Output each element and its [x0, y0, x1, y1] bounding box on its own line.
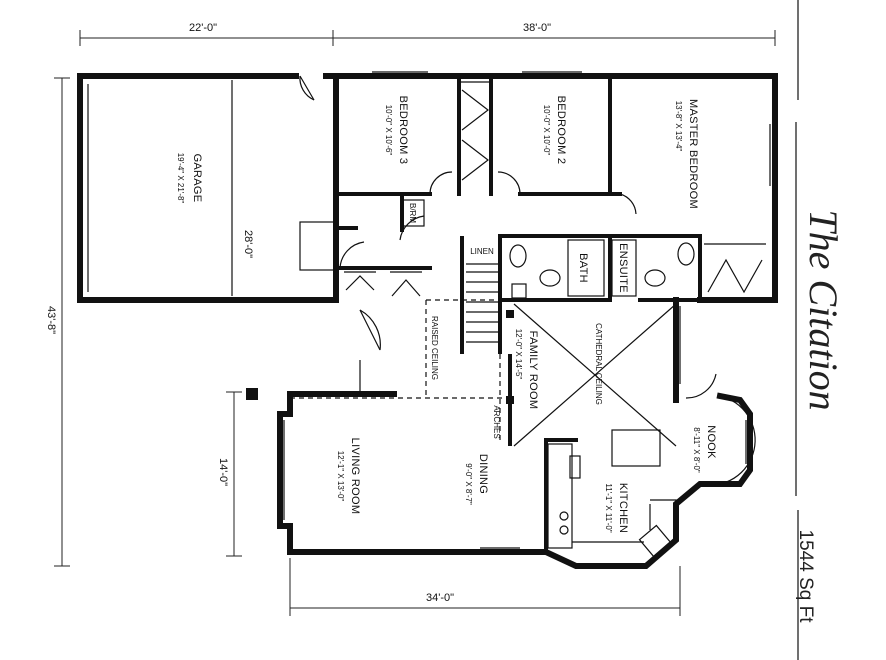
ensuite-label: ENSUITE: [617, 243, 629, 293]
living-room-label: LIVING ROOM: [349, 438, 361, 515]
dim-left-lower: 14'-0": [217, 458, 229, 486]
dimension-lines: [54, 30, 776, 616]
dining-label: DINING: [477, 454, 489, 494]
bedroom2-size: 10'-0" X 10'-0": [542, 105, 551, 156]
bedroom3-size: 10'-0" X 10'-6": [384, 105, 393, 156]
bedroom2-label: BEDROOM 2: [555, 96, 567, 165]
arches-label: ARCHES: [492, 405, 501, 438]
dim-left-overall: 43'-8": [45, 306, 57, 334]
raised-ceiling-label: RAISED CEILING: [430, 316, 439, 380]
dim-garage-depth: 28'-0": [242, 230, 254, 258]
dim-bottom: 34'-0": [426, 592, 454, 604]
square-footage: 1544 Sq Ft: [795, 530, 816, 624]
family-room-size: 12'-0" X 14'-5": [514, 329, 523, 380]
broom-label: B/RM: [408, 203, 417, 223]
cathedral-ceiling-lines: [513, 303, 677, 447]
master-bedroom-label: MASTER BEDROOM: [687, 99, 699, 209]
kitchen-size: 11'-1" X 11'-0": [604, 483, 613, 533]
stairs: [460, 236, 502, 354]
hall-closets: [334, 196, 500, 301]
kitchen: [544, 429, 677, 558]
bedroom3-label: BEDROOM 3: [397, 96, 409, 165]
dim-top-right: 38'-0": [523, 22, 551, 34]
living-room-size: 12'-1" X 13'-0": [336, 451, 345, 502]
bedroom-wing: [323, 71, 778, 303]
main-floor: [246, 297, 756, 569]
title-block: [795, 0, 799, 660]
bath-block: [498, 234, 766, 302]
nook-size: 8'-11" X 8'-0": [692, 427, 701, 473]
bath-label: BATH: [577, 253, 589, 283]
garage-size: 19'-4" X 21'-8": [176, 153, 185, 204]
nook-label: NOOK: [705, 425, 717, 459]
garage-label: GARAGE: [191, 154, 203, 203]
cathedral-ceiling-label: CATHEDRAL CEILING: [594, 323, 603, 405]
dim-top-left: 22'-0": [189, 22, 217, 34]
family-room-label: FAMILY ROOM: [527, 331, 539, 410]
garage: [77, 73, 339, 303]
dining-size: 9'-0" X 8'-7": [464, 463, 473, 505]
plan-title: The Citation: [801, 209, 846, 410]
linen-label: LINEN: [470, 247, 494, 256]
kitchen-label: KITCHEN: [617, 483, 629, 533]
master-bedroom-size: 13'-8" X 13'-4": [674, 101, 683, 152]
